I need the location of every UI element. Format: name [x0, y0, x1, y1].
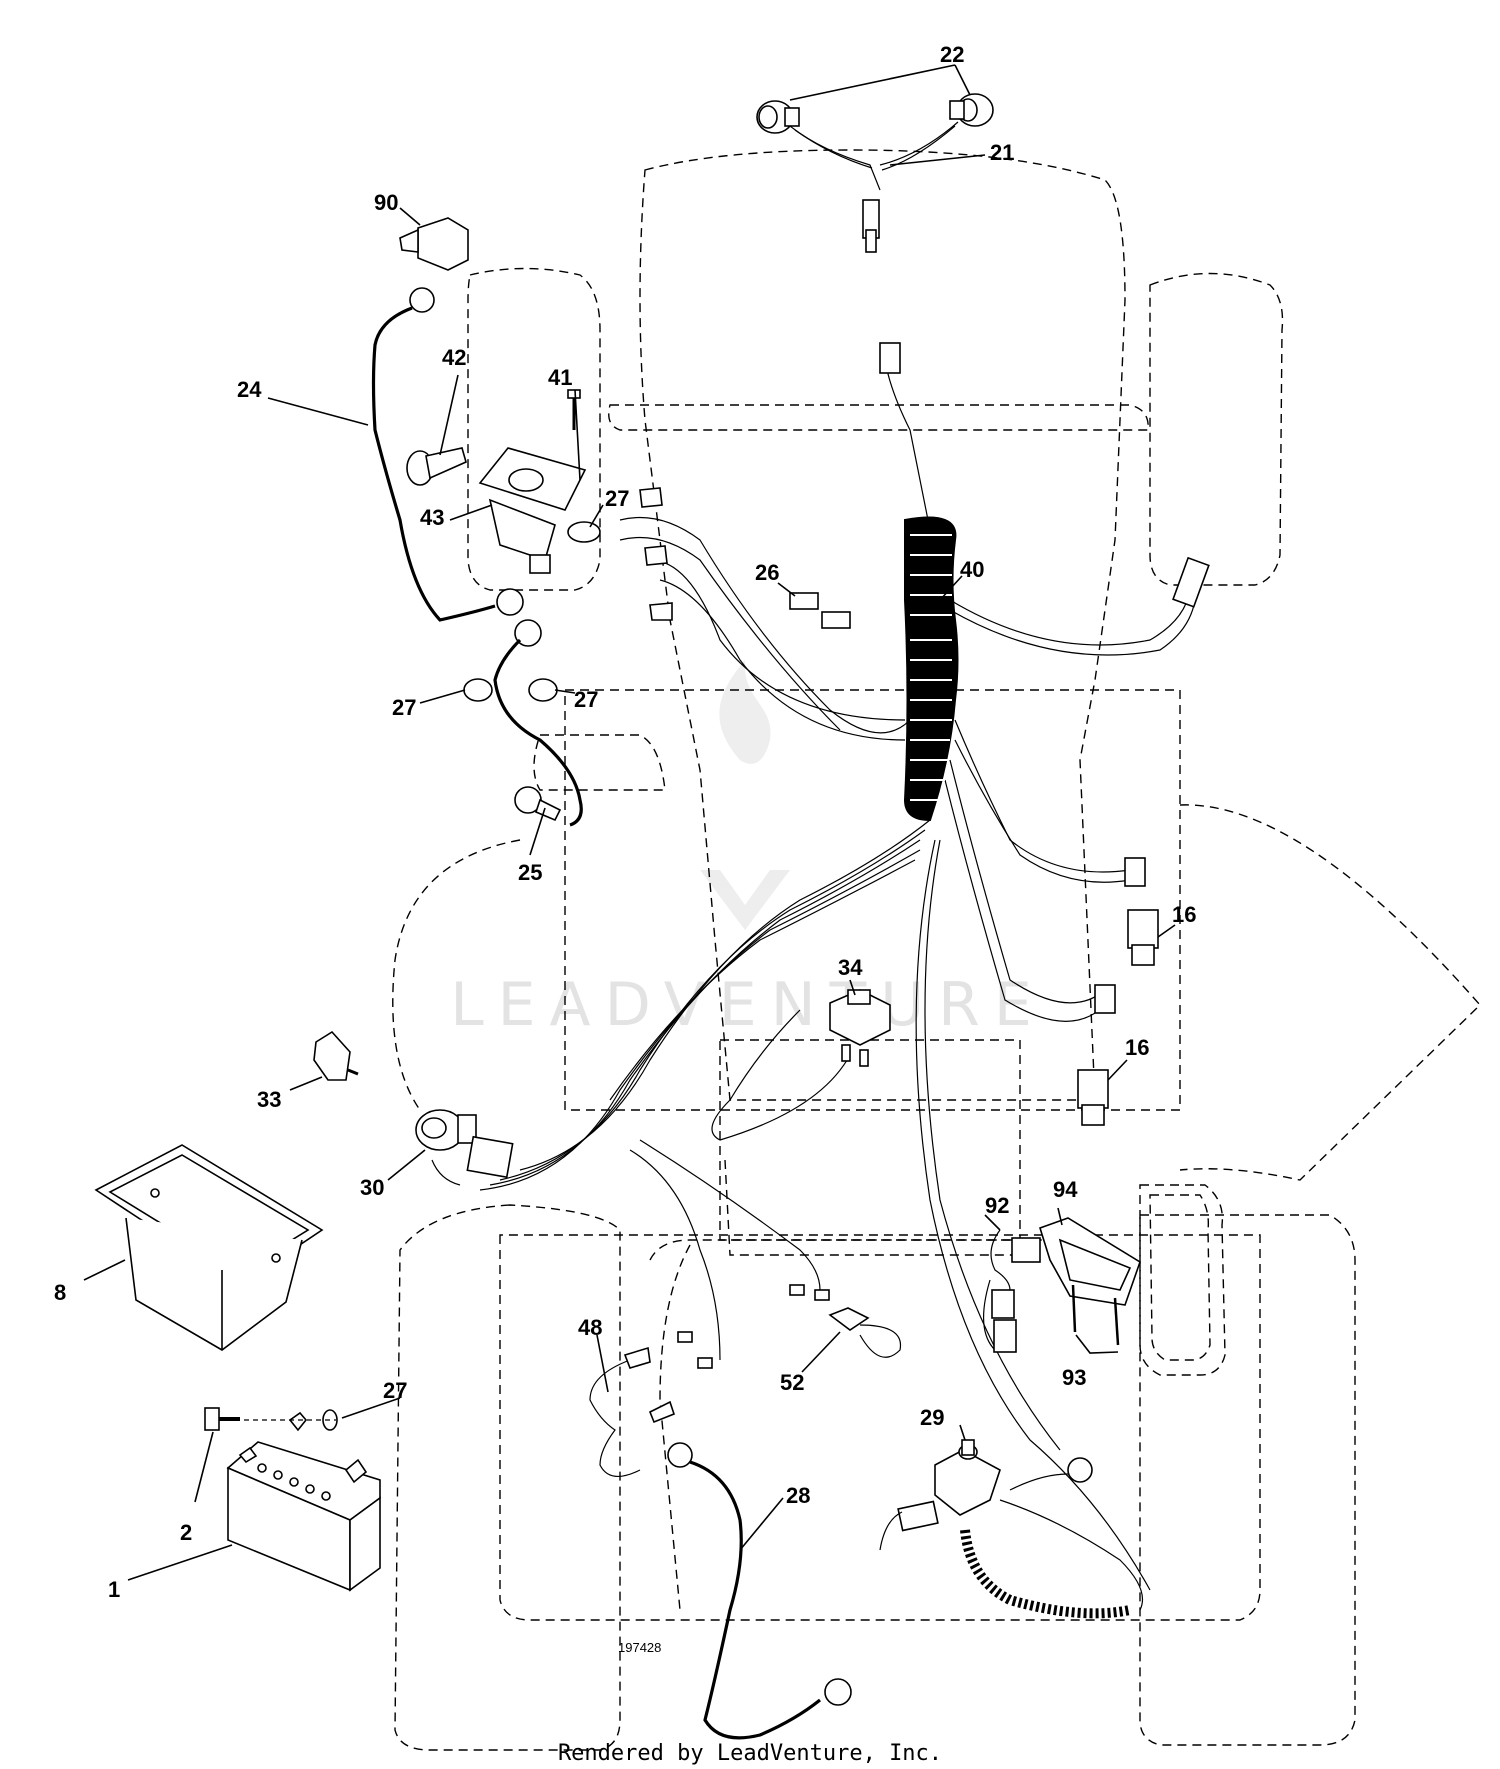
- part-29-seat-switch: [879, 1439, 1144, 1619]
- callout-94: 94: [1053, 1177, 1078, 1202]
- part-52-connector: [677, 1284, 902, 1369]
- callout-8: 8: [54, 1280, 66, 1305]
- callout-30: 30: [360, 1175, 384, 1200]
- callout-41: 41: [548, 365, 572, 390]
- part-26-connector: [789, 592, 851, 629]
- part-27-nut-right: [528, 678, 558, 702]
- callout-16-upper: 16: [1172, 902, 1196, 927]
- callout-29: 29: [920, 1405, 944, 1430]
- callout-2: 2: [180, 1520, 192, 1545]
- part-92-connector: [990, 1229, 1041, 1353]
- callout-21: 21: [990, 140, 1014, 165]
- callout-40: 40: [960, 557, 984, 582]
- tractor-outline: [392, 149, 1481, 1751]
- callout-26: 26: [755, 560, 779, 585]
- callout-33: 33: [257, 1087, 281, 1112]
- part-41-bolt: [567, 389, 581, 430]
- watermark-text: LEADVENTURE: [450, 970, 1046, 1040]
- drawing-number: 197428: [618, 1640, 661, 1655]
- callout-27-right: 27: [574, 687, 598, 712]
- headlight-right: [949, 93, 994, 127]
- part-94-control-module: [1039, 1217, 1141, 1346]
- callout-52: 52: [780, 1370, 804, 1395]
- part-42-terminal-boot: [406, 447, 467, 486]
- part-48-wire-lead: [589, 1346, 675, 1477]
- callout-92: 92: [985, 1193, 1009, 1218]
- part-1-battery: [226, 1441, 381, 1592]
- callout-27-top: 27: [605, 486, 629, 511]
- callout-1: 1: [108, 1577, 120, 1602]
- callout-25: 25: [518, 860, 542, 885]
- callout-22: 22: [940, 42, 964, 67]
- headlight-harness: [789, 121, 959, 253]
- callout-28: 28: [786, 1483, 810, 1508]
- callout-48: 48: [578, 1315, 602, 1340]
- part-16-relay-lower: [1077, 1069, 1109, 1126]
- callout-43: 43: [420, 505, 444, 530]
- part-30-ignition-switch: [415, 1109, 514, 1186]
- callout-24: 24: [237, 377, 262, 402]
- part-8-battery-tray: [94, 1144, 324, 1351]
- part-16-relay-upper: [1127, 909, 1159, 966]
- callout-34: 34: [838, 955, 863, 980]
- part-27-terminal-hardware: [226, 1409, 338, 1432]
- leader-lines: [83, 64, 1176, 1581]
- part-24-battery-cable: [371, 287, 524, 622]
- callout-27-left: 27: [392, 695, 416, 720]
- headlight-left: [756, 100, 800, 134]
- part-90-fuse-holder: [399, 217, 469, 271]
- part-33-ignition-key: [313, 1030, 359, 1081]
- footer-credit: Rendered by LeadVenture, Inc.: [558, 1741, 942, 1766]
- part-25-ground-cable: [493, 619, 583, 827]
- part-40-main-harness: [479, 342, 1210, 1591]
- part-2-battery-bolt: [204, 1407, 240, 1431]
- callout-42: 42: [442, 345, 466, 370]
- part-28-battery-cable: [667, 1442, 852, 1740]
- part-27-nut-left: [463, 678, 493, 702]
- part-43-solenoid: [478, 447, 601, 574]
- leadventure-flame-logo-icon: [700, 660, 790, 930]
- callout-93: 93: [1062, 1365, 1086, 1390]
- callout-16-lower: 16: [1125, 1035, 1149, 1060]
- part-34-switch: [829, 989, 891, 1067]
- callout-27-battery: 27: [383, 1378, 407, 1403]
- callout-90: 90: [374, 190, 398, 215]
